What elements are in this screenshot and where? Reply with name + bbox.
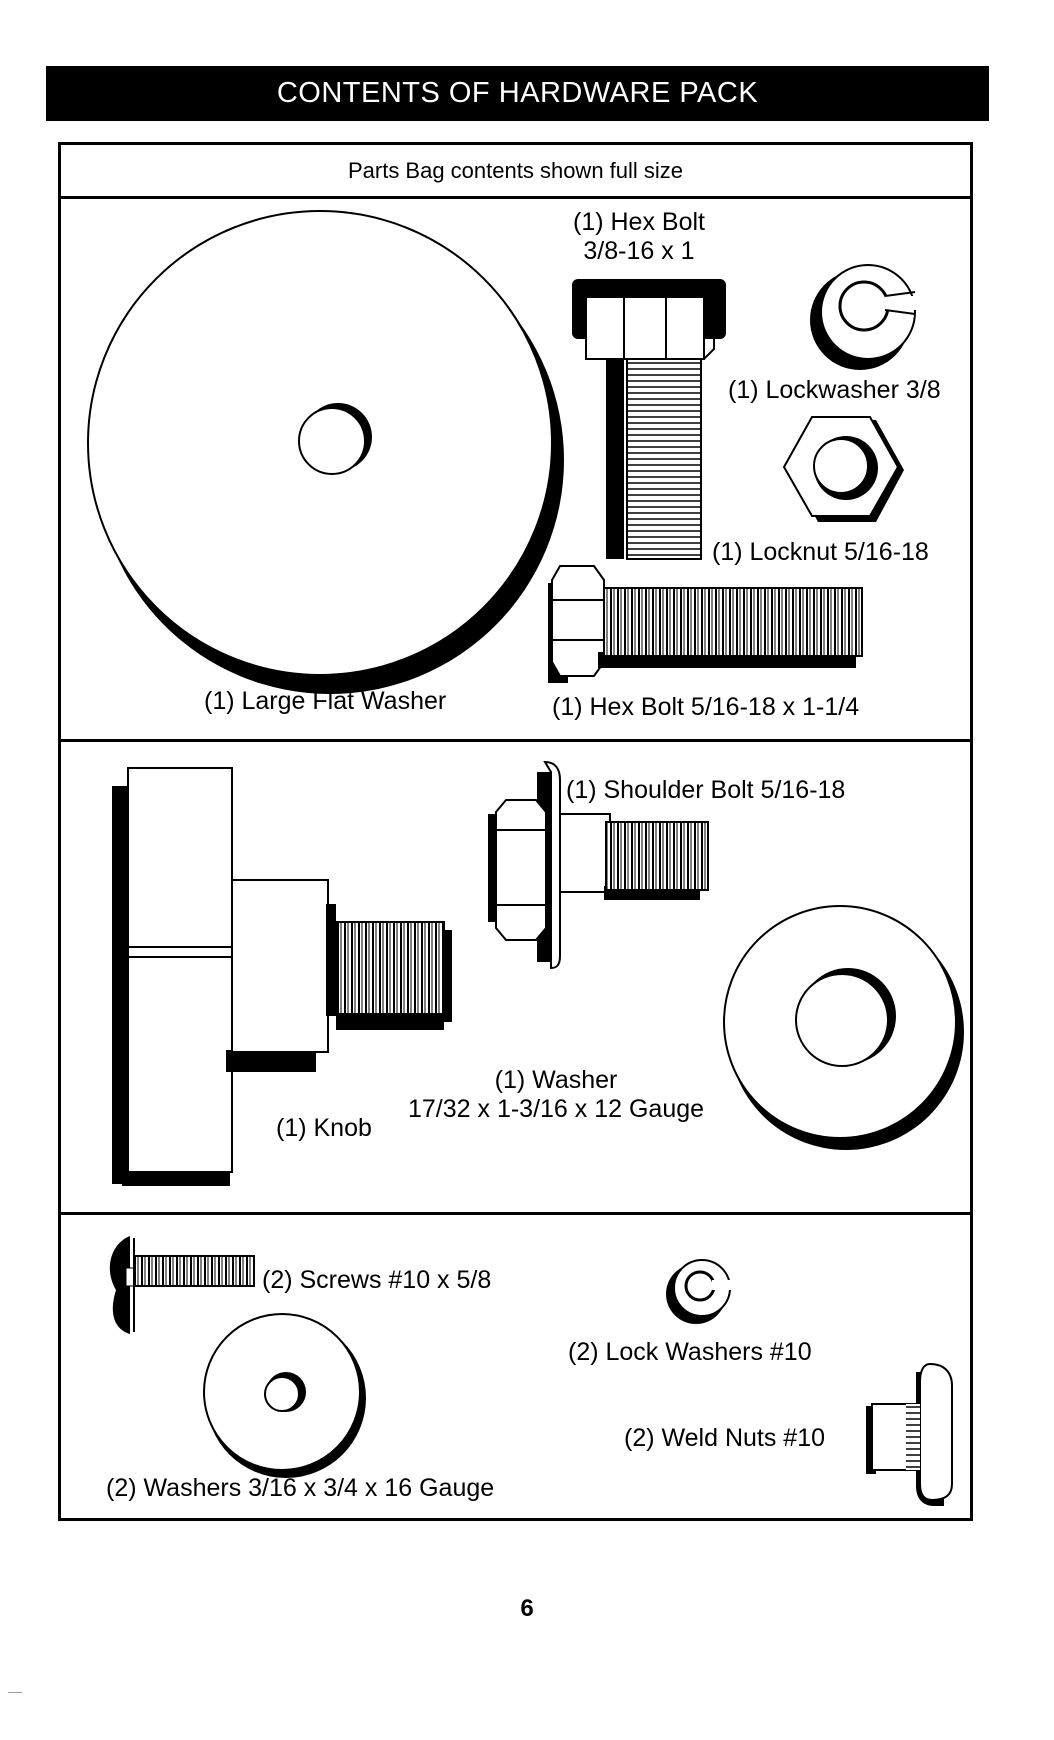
large-flat-washer-icon	[87, 210, 564, 694]
label-knob: (1) Knob	[276, 1114, 372, 1142]
shoulder-bolt-icon	[488, 760, 709, 970]
label-locknut: (1) Locknut 5/16-18	[712, 538, 929, 566]
washer-icon	[723, 905, 964, 1150]
section-divider-1	[61, 739, 970, 742]
lockwasher-icon	[810, 264, 917, 370]
long-hex-bolt-icon	[548, 565, 863, 683]
label-weld-nuts: (2) Weld Nuts #10	[624, 1424, 826, 1452]
label-large-flat-washer: (1) Large Flat Washer	[204, 687, 447, 715]
label-shoulder-bolt: (1) Shoulder Bolt 5/16-18	[566, 776, 846, 804]
label-hex-bolt-3-8: (1) Hex Bolt 3/8-16 x 1	[573, 208, 705, 265]
label-hex-bolt-long: (1) Hex Bolt 5/16-18 x 1-1/4	[552, 693, 860, 721]
page-number: 6	[520, 1595, 534, 1622]
hex-bolt-icon	[572, 279, 726, 560]
label-washer: (1) Washer 17/32 x 1-3/16 x 12 Gauge	[408, 1066, 705, 1123]
parts-bag-caption: Parts Bag contents shown full size	[61, 145, 970, 199]
parts-frame: Parts Bag contents shown full size	[58, 142, 973, 1521]
weld-nut-icon	[866, 1362, 953, 1506]
margin-mark	[8, 1692, 22, 1693]
page-title: CONTENTS OF HARDWARE PACK	[46, 66, 989, 121]
label-lock-washers: (2) Lock Washers #10	[568, 1338, 812, 1366]
label-screws: (2) Screws #10 x 5/8	[262, 1266, 492, 1294]
section-divider-2	[61, 1212, 970, 1215]
label-small-washers: (2) Washers 3/16 x 3/4 x 16 Gauge	[106, 1474, 495, 1502]
label-lockwasher-3-8: (1) Lockwasher 3/8	[728, 376, 941, 404]
knob-icon	[112, 767, 452, 1186]
screw-icon	[109, 1236, 255, 1334]
locknut-icon	[782, 416, 904, 522]
small-washer-icon	[203, 1313, 366, 1478]
lock-washer-icon	[666, 1259, 732, 1324]
